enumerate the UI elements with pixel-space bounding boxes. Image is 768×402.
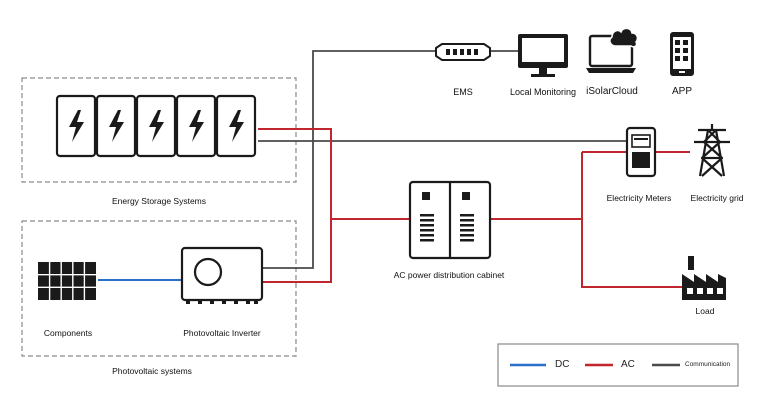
energy-storage-group-box xyxy=(21,77,297,183)
ac-cabinet-label: AC power distribution cabinet xyxy=(393,270,505,280)
electricity-meter-icon xyxy=(625,126,657,178)
isolarcloud-label: iSolarCloud xyxy=(586,86,638,97)
battery-module-1 xyxy=(55,94,97,158)
battery-module-3 xyxy=(135,94,177,158)
legend-communication-label: Communication xyxy=(685,361,731,368)
mobile-app-icon xyxy=(670,32,694,76)
legend-dc-label: DC xyxy=(555,359,570,370)
electricity-pylon-icon xyxy=(694,124,730,177)
communication-lines xyxy=(258,50,628,269)
ems-label: EMS xyxy=(453,87,473,97)
ac-cabinet-icon xyxy=(408,180,492,260)
isolarcloud-icon xyxy=(586,27,639,73)
ems-icon xyxy=(435,43,491,61)
pv-systems-group-box xyxy=(21,220,297,357)
electricity-meters-label: Electricity Meters xyxy=(606,193,672,203)
battery-module-2 xyxy=(95,94,137,158)
components-label: Components xyxy=(43,328,93,338)
legend-ac-label: AC xyxy=(621,359,635,370)
pv-inverter-label: Photovoltaic Inverter xyxy=(183,328,261,338)
battery-module-4 xyxy=(175,94,217,158)
factory-load-icon xyxy=(682,256,726,300)
local-monitoring-label: Local Monitoring xyxy=(509,87,577,97)
load-label: Load xyxy=(695,306,715,316)
energy-storage-label: Energy Storage Systems xyxy=(111,196,207,206)
ac-lines xyxy=(258,128,690,288)
legend xyxy=(497,343,739,387)
electricity-grid-label: Electricity grid xyxy=(690,193,744,203)
battery-module-5 xyxy=(215,94,257,158)
inverter-icon xyxy=(180,246,264,304)
battery-modules xyxy=(55,94,257,158)
pv-systems-label: Photovoltaic systems xyxy=(112,366,192,376)
monitor-icon xyxy=(518,34,568,77)
app-label: APP xyxy=(671,86,693,97)
solar-panels-icon xyxy=(38,262,96,300)
